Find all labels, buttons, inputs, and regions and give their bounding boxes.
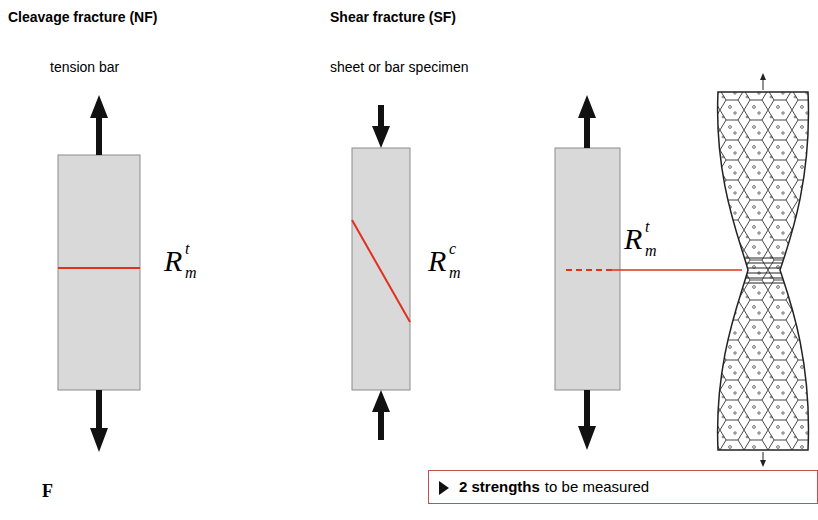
specimen-label: tension bar [50,60,119,75]
force-arrow [578,390,596,450]
section-heading: Cleavage fracture (NF) [8,10,157,25]
note-emphasis: 2 strengths [459,478,540,495]
tension-bar [58,155,140,390]
fracture-line [58,267,140,269]
symbol-subscript: m [185,264,197,282]
note-box: 2 strengths to be measured [428,470,818,504]
symbol-subscript: m [449,264,461,282]
force-arrow [372,105,390,148]
tension-bar [555,148,620,390]
pointer-triangle [439,481,449,495]
fracture-line [566,269,612,271]
compression-bar [352,148,410,390]
force-arrow [90,95,108,155]
section-heading: Shear fracture (SF) [330,10,456,25]
specimen-label: sheet or bar specimen [330,60,469,75]
symbol-superscript: c [449,240,456,258]
strength-symbol: R [624,222,642,255]
fracture-line [352,220,410,322]
symbol-superscript: t [185,240,189,258]
leader-line [612,269,742,271]
force-arrow [578,95,596,148]
symbol-subscript: m [645,242,657,260]
necked-specimen [700,73,818,467]
force-arrow [372,390,390,440]
force-arrow [90,390,108,452]
strength-symbol: R [428,244,446,277]
note-text: to be measured [545,478,649,495]
force-label: F [42,482,53,502]
symbol-superscript: t [645,218,649,236]
strength-symbol: R [164,244,182,277]
